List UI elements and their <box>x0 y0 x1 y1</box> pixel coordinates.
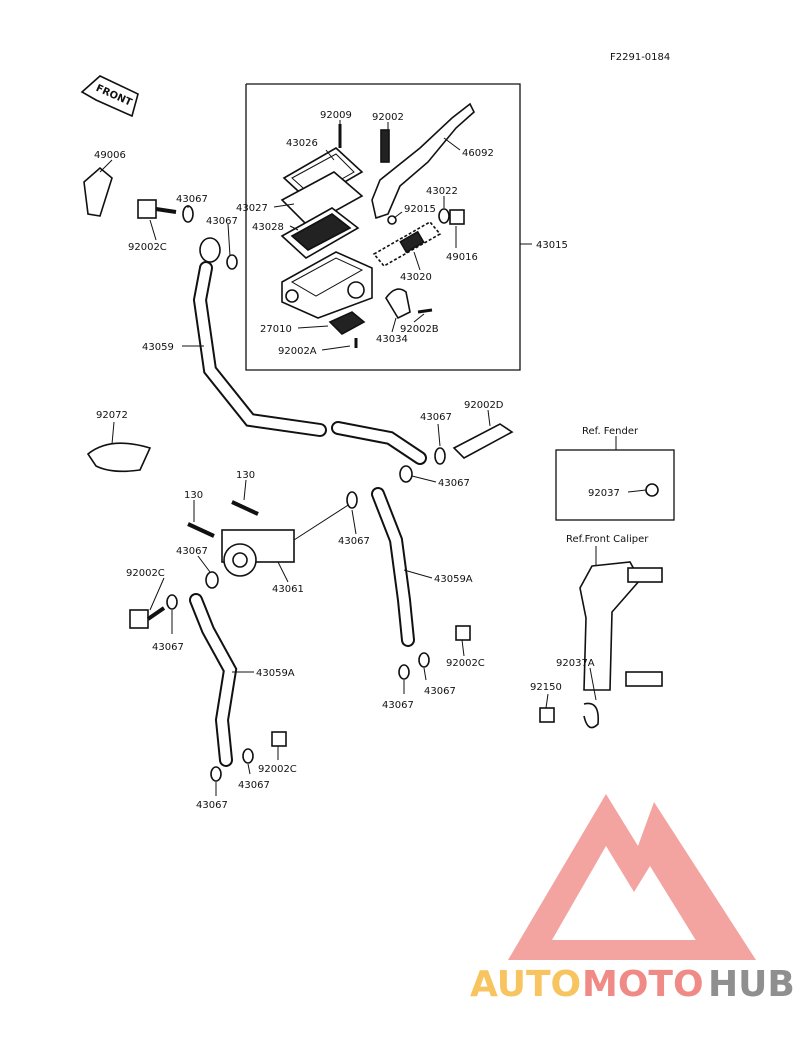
label-46092: 46092 <box>462 148 494 159</box>
label-43067-b: 43067 <box>206 216 238 227</box>
label-43067-g: 43067 <box>152 642 184 653</box>
label-43067-a: 43067 <box>176 194 208 205</box>
banjo-fitting-upper <box>199 237 221 263</box>
caliper-bracket <box>579 546 663 691</box>
label-43067-h: 43067 <box>424 686 456 697</box>
banjo-bolt-92002C-right <box>455 625 471 641</box>
front-arrow: FRONT <box>80 75 139 118</box>
hose-43059A-right <box>371 487 415 647</box>
label-92002C-c: 92002C <box>446 658 485 669</box>
switch-27010 <box>328 311 366 335</box>
cap-49006 <box>83 166 113 217</box>
label-130-b: 130 <box>184 490 203 501</box>
label-43067-k: 43067 <box>196 800 228 811</box>
washer-43067-joint-2 <box>399 465 413 483</box>
ref-fender-box <box>555 436 675 521</box>
washer-43067-upper-1 <box>182 205 194 223</box>
diaphragm-plate <box>280 207 360 259</box>
dust-seal-43022 <box>438 208 450 224</box>
label-130-a: 130 <box>236 470 255 481</box>
leader-lines <box>99 120 647 796</box>
label-43067-c: 43067 <box>420 412 452 423</box>
label-43015: 43015 <box>536 240 568 251</box>
nut-92150 <box>539 707 555 723</box>
label-43034: 43034 <box>376 334 408 345</box>
watermark-moto: MOTO <box>582 964 704 1005</box>
washer-43067-right-2 <box>398 664 410 680</box>
hose-43059 <box>192 261 427 465</box>
nut-49016 <box>449 209 465 225</box>
label-92002-top: 92002 <box>372 112 404 123</box>
label-43059A-b: 43059A <box>256 668 295 679</box>
washer-43067-upper-2 <box>226 254 238 270</box>
joint-43061 <box>221 529 295 577</box>
automotohub-logo: AUTO MOTO HUB <box>470 794 795 1005</box>
washer-43067-lower-2 <box>210 766 222 782</box>
label-43026: 43026 <box>286 138 318 149</box>
label-92002B: 92002B <box>400 324 439 335</box>
label-43067-j: 43067 <box>238 780 270 791</box>
label-92037A: 92037A <box>556 658 595 669</box>
label-92015: 92015 <box>404 204 436 215</box>
label-92002C-d: 92002C <box>258 764 297 775</box>
clamp-43034 <box>385 288 411 320</box>
watermark-hub: HUB <box>708 964 795 1005</box>
label-43028: 43028 <box>252 222 284 233</box>
label-43067-e: 43067 <box>338 536 370 547</box>
piston-kit-43020 <box>372 220 442 268</box>
label-92150: 92150 <box>530 682 562 693</box>
bolt-130-a <box>231 500 259 516</box>
figure-code: F2291-0184 <box>610 52 670 63</box>
label-43059A-a: 43059A <box>434 574 473 585</box>
label-43067-d: 43067 <box>438 478 470 489</box>
bolt-92002D <box>452 423 514 459</box>
label-92037: 92037 <box>588 488 620 499</box>
diaphragm <box>280 171 364 227</box>
label-43022: 43022 <box>426 186 458 197</box>
washer-43067-joint-left <box>205 571 219 589</box>
label-27010: 27010 <box>260 324 292 335</box>
washer-43067-mid <box>346 491 358 509</box>
label-49016: 49016 <box>446 252 478 263</box>
master-cylinder-body <box>281 251 373 319</box>
label-43027: 43027 <box>236 203 268 214</box>
part-labels: 92009 92002 43026 46092 49006 43022 4302… <box>94 110 649 811</box>
washer-43067-lower-1 <box>242 748 254 764</box>
label-43061: 43061 <box>272 584 304 595</box>
bolt-92002 <box>380 129 390 163</box>
label-43067-f: 43067 <box>176 546 208 557</box>
label-43020: 43020 <box>400 272 432 283</box>
watermark-auto: AUTO <box>470 964 581 1005</box>
label-43059: 43059 <box>142 342 174 353</box>
banjo-bolt-92002C-lower <box>271 731 287 747</box>
banjo-bolt-92002C-upper <box>137 199 177 219</box>
banjo-bolt-92002C-left <box>129 606 166 629</box>
label-92002C-b: 92002C <box>126 568 165 579</box>
label-92072: 92072 <box>96 410 128 421</box>
label-43067-i: 43067 <box>382 700 414 711</box>
ref-fender-label: Ref. Fender <box>582 426 639 437</box>
assembly-box-43015 <box>245 83 521 371</box>
bolt-130-b <box>187 522 215 538</box>
clip-92037A <box>583 702 600 729</box>
bolt-92002B <box>417 308 433 314</box>
label-49006: 49006 <box>94 150 126 161</box>
brake-lever <box>371 102 475 220</box>
washer-43067-left-1 <box>166 594 178 610</box>
ref-caliper-label: Ref.Front Caliper <box>566 534 649 545</box>
hose-43059A-left <box>189 593 238 767</box>
clamp-92072 <box>86 442 152 473</box>
washer-43067-right-1 <box>418 652 430 668</box>
washer-43067-joint <box>434 447 446 465</box>
label-92009: 92009 <box>320 110 352 121</box>
label-92002A: 92002A <box>278 346 317 357</box>
label-92002D: 92002D <box>464 400 504 411</box>
label-92002C-a: 92002C <box>128 242 167 253</box>
